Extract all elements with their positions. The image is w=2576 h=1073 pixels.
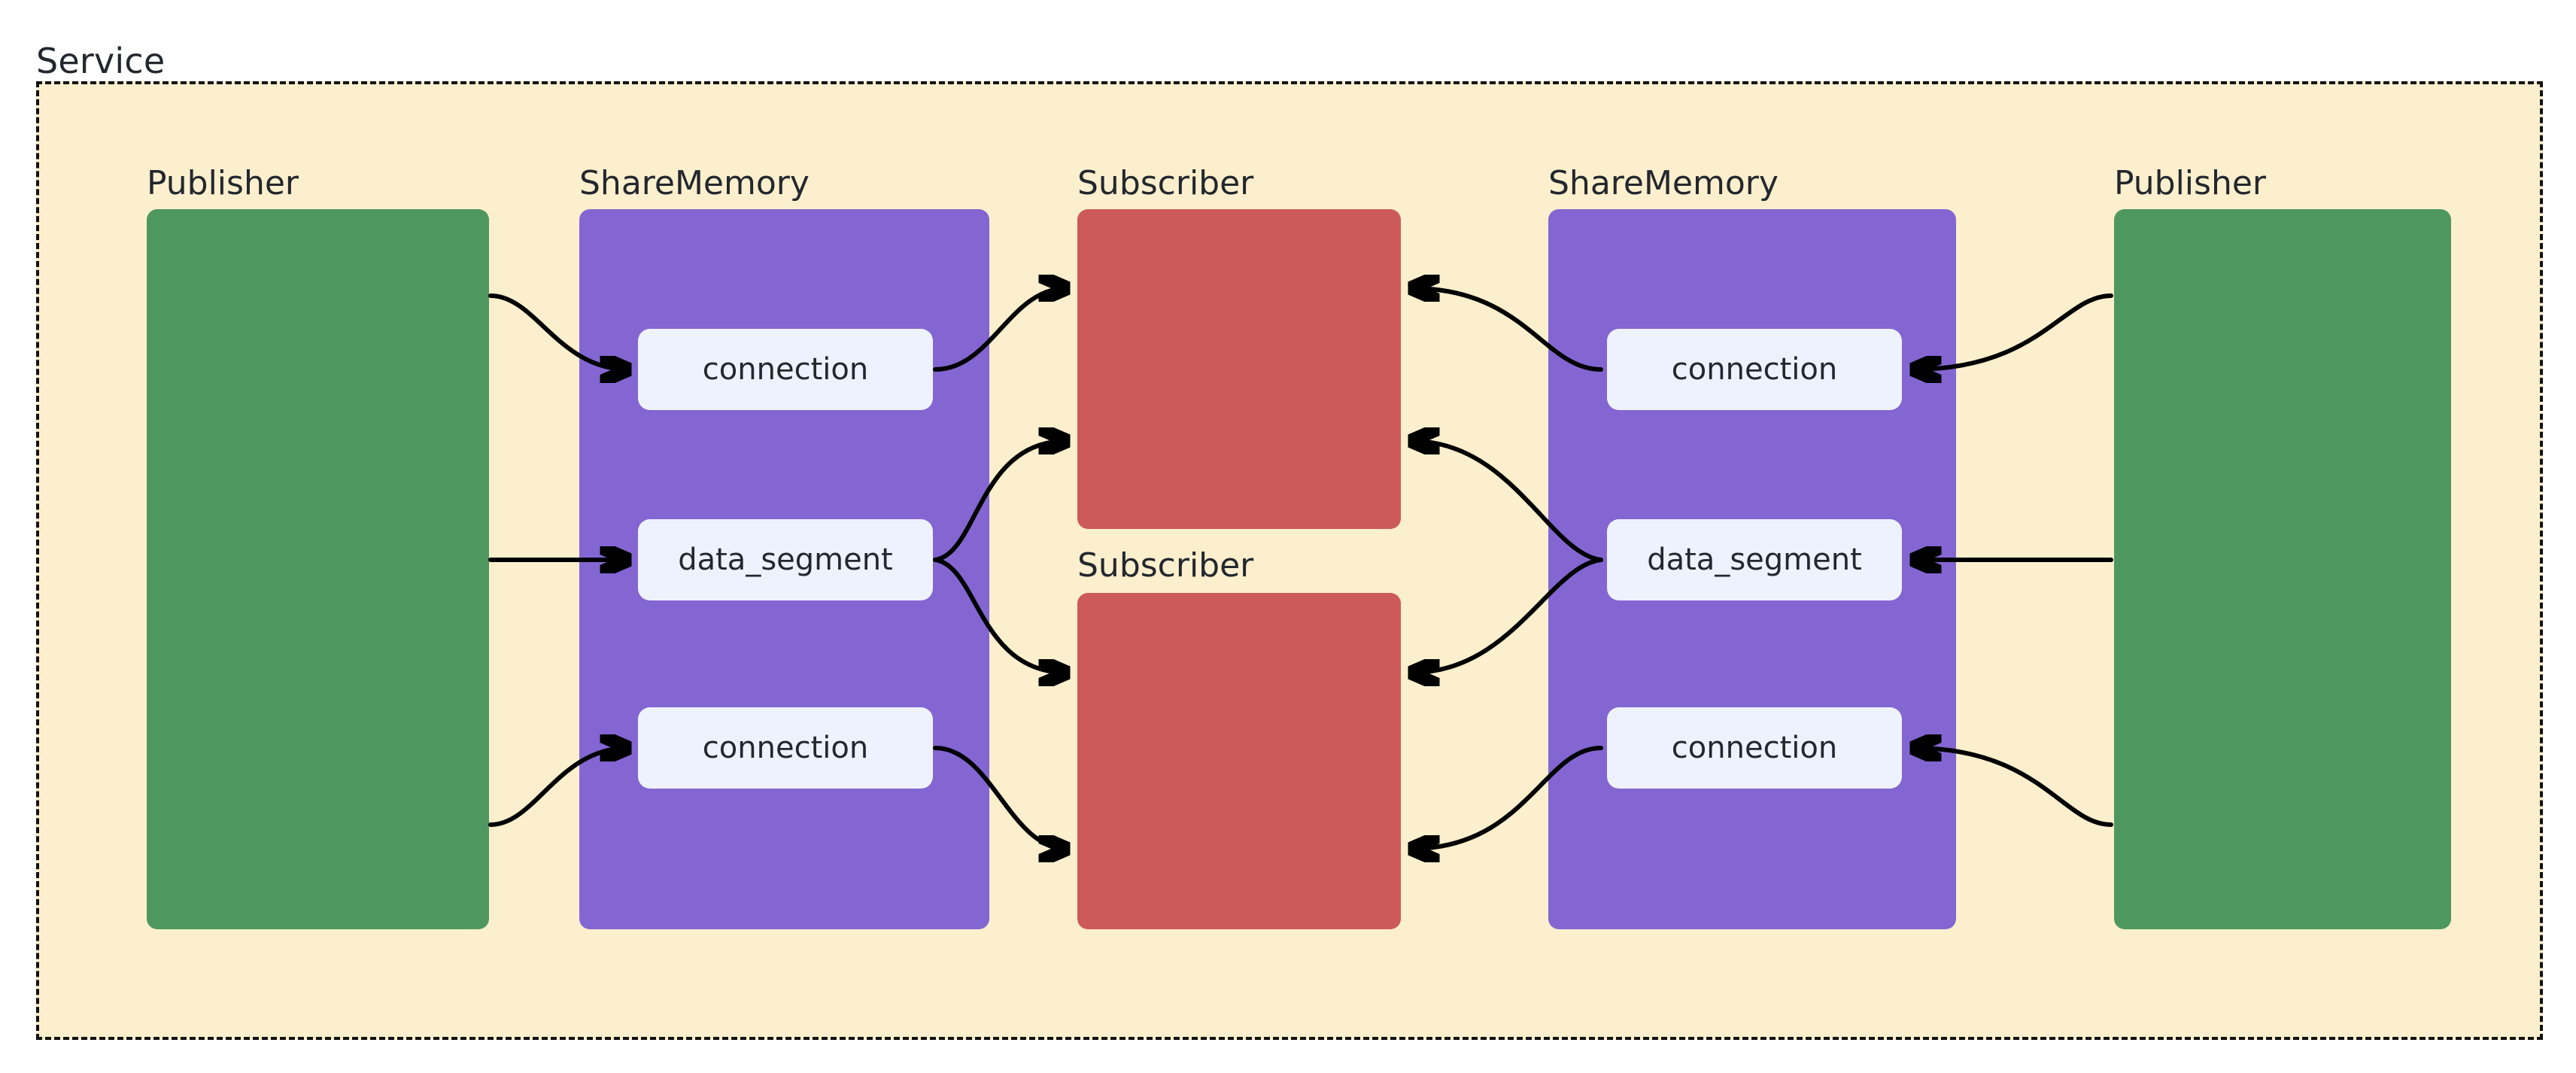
node-subscriber-top[interactable] xyxy=(1077,209,1401,529)
node-subscriber-bottom[interactable] xyxy=(1077,593,1401,929)
label-subscriber-bottom: Subscriber xyxy=(1077,546,1254,585)
inner-connection-left-bottom[interactable]: connection xyxy=(638,707,933,789)
label-subscriber-top: Subscriber xyxy=(1077,164,1254,202)
node-publisher-left[interactable] xyxy=(147,209,489,929)
inner-connection-right-top[interactable]: connection xyxy=(1607,329,1902,410)
inner-data-segment-left[interactable]: data_segment xyxy=(638,519,933,600)
node-publisher-right[interactable] xyxy=(2114,209,2451,929)
service-title: Service xyxy=(36,41,166,81)
inner-connection-right-bottom[interactable]: connection xyxy=(1607,707,1902,789)
inner-data-segment-right[interactable]: data_segment xyxy=(1607,519,1902,600)
label-publisher-left: Publisher xyxy=(147,164,299,202)
label-publisher-right: Publisher xyxy=(2114,164,2266,202)
label-sharememory-right: ShareMemory xyxy=(1548,164,1779,202)
label-sharememory-left: ShareMemory xyxy=(579,164,810,202)
inner-connection-left-top[interactable]: connection xyxy=(638,329,933,410)
